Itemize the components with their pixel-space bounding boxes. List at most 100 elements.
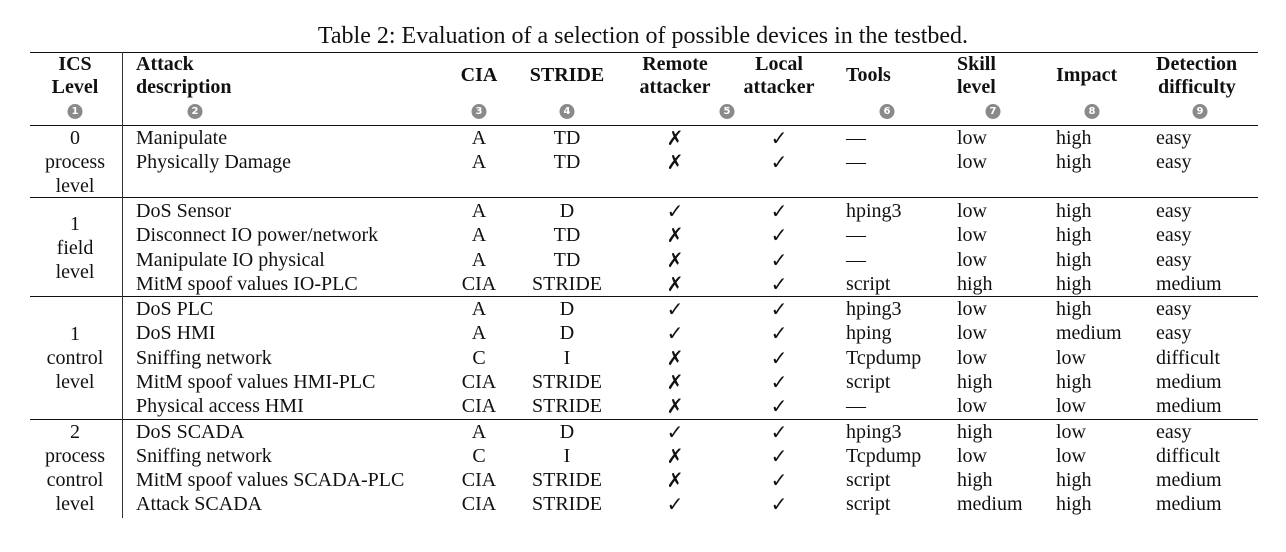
table-caption: Table 2: Evaluation of a selection of po… <box>317 23 969 49</box>
cell-local: ✓ <box>770 248 788 272</box>
cell-skill: low <box>957 322 987 344</box>
cell-stride: I <box>563 445 571 467</box>
cell-cia: A <box>471 421 487 443</box>
cell-skill: medium <box>957 493 1023 515</box>
cell-stride: STRIDE <box>532 395 602 417</box>
cell-local: ✓ <box>770 492 788 516</box>
header-skill-2: level <box>957 76 996 98</box>
cell-skill: low <box>957 298 987 320</box>
cell-tools: script <box>846 273 891 295</box>
cell-cia: CIA <box>461 469 497 491</box>
cell-remote: ✗ <box>666 150 684 174</box>
cell-tools: hping3 <box>846 421 902 443</box>
cell-attack: DoS PLC <box>136 298 214 320</box>
header-attack-2: description <box>136 76 232 98</box>
group-3-level-line-1: 2 <box>70 421 80 443</box>
cell-remote: ✗ <box>666 370 684 394</box>
cell-skill: low <box>957 224 987 246</box>
cell-detection: medium <box>1156 273 1222 295</box>
cell-cia: CIA <box>461 371 497 393</box>
cell-detection: difficult <box>1156 347 1221 369</box>
cell-detection: easy <box>1156 151 1192 173</box>
cell-tools: script <box>846 469 891 491</box>
cell-attack: Physically Damage <box>136 151 291 173</box>
group-rule-3 <box>30 419 1258 420</box>
badge-9: 9 <box>1192 104 1208 119</box>
cell-local: ✓ <box>770 394 788 418</box>
cell-local: ✓ <box>770 272 788 296</box>
cell-attack: Physical access HMI <box>136 395 304 417</box>
cell-remote: ✗ <box>666 444 684 468</box>
group-rule-1 <box>30 197 1258 198</box>
badge-1: 1 <box>67 104 83 119</box>
cell-remote: ✗ <box>666 394 684 418</box>
cell-tools: hping <box>846 322 892 344</box>
cell-stride: STRIDE <box>532 469 602 491</box>
cell-detection: easy <box>1156 298 1192 320</box>
cell-skill: high <box>957 421 993 443</box>
cell-detection: easy <box>1156 200 1192 222</box>
cell-tools: Tcpdump <box>846 347 922 369</box>
cell-cia: C <box>472 445 486 467</box>
group-rule-2 <box>30 296 1258 297</box>
cell-attack: Manipulate <box>136 127 228 149</box>
cell-impact: low <box>1056 395 1086 417</box>
cell-remote: ✗ <box>666 346 684 370</box>
cell-local: ✓ <box>770 297 788 321</box>
header-tools: Tools <box>846 64 891 86</box>
cell-impact: high <box>1056 127 1092 149</box>
cell-detection: medium <box>1156 493 1222 515</box>
cell-attack: MitM spoof values IO-PLC <box>136 273 358 295</box>
cell-stride: D <box>559 298 575 320</box>
cell-attack: MitM spoof values HMI-PLC <box>136 371 376 393</box>
cell-cia: A <box>471 200 487 222</box>
header-local-1: Local <box>755 53 803 75</box>
cell-detection: medium <box>1156 371 1222 393</box>
cell-stride: TD <box>553 224 581 246</box>
cell-attack: MitM spoof values SCADA-PLC <box>136 469 405 491</box>
cell-local: ✓ <box>770 444 788 468</box>
cell-cia: C <box>472 347 486 369</box>
cell-tools: — <box>846 224 866 246</box>
cell-remote: ✓ <box>666 492 684 516</box>
cell-cia: A <box>471 298 487 320</box>
cell-impact: low <box>1056 445 1086 467</box>
cell-local: ✓ <box>770 126 788 150</box>
badge-5: 5 <box>719 104 735 119</box>
header-remote-2: attacker <box>639 76 711 98</box>
cell-remote: ✗ <box>666 223 684 247</box>
cell-tools: hping3 <box>846 200 902 222</box>
group-2-level-line-3: level <box>55 371 95 393</box>
cell-cia: A <box>471 224 487 246</box>
header-detection-2: difficulty <box>1158 76 1236 98</box>
cell-stride: STRIDE <box>532 371 602 393</box>
cell-local: ✓ <box>770 370 788 394</box>
cell-tools: — <box>846 395 866 417</box>
cell-skill: high <box>957 273 993 295</box>
group-1-level-line-2: field <box>56 237 94 259</box>
cell-detection: easy <box>1156 421 1192 443</box>
cell-stride: TD <box>553 151 581 173</box>
cell-remote: ✗ <box>666 468 684 492</box>
cell-impact: high <box>1056 298 1092 320</box>
group-1-level-line-1: 1 <box>70 213 80 235</box>
cell-skill: low <box>957 347 987 369</box>
group-3-level-line-3: control <box>46 469 104 491</box>
cell-stride: D <box>559 200 575 222</box>
header-impact: Impact <box>1056 64 1118 86</box>
cell-skill: high <box>957 371 993 393</box>
cell-attack: Sniffing network <box>136 347 272 369</box>
top-rule <box>30 52 1258 53</box>
header-cia: CIA <box>460 64 498 86</box>
cell-tools: script <box>846 493 891 515</box>
cell-attack: DoS HMI <box>136 322 216 344</box>
cell-attack: DoS SCADA <box>136 421 245 443</box>
cell-remote: ✓ <box>666 321 684 345</box>
cell-cia: CIA <box>461 395 497 417</box>
header-stride: STRIDE <box>529 64 605 86</box>
badge-3: 3 <box>471 104 487 119</box>
badge-8: 8 <box>1084 104 1100 119</box>
header-skill-1: Skill <box>957 53 996 75</box>
cell-skill: high <box>957 469 993 491</box>
cell-cia: CIA <box>461 273 497 295</box>
